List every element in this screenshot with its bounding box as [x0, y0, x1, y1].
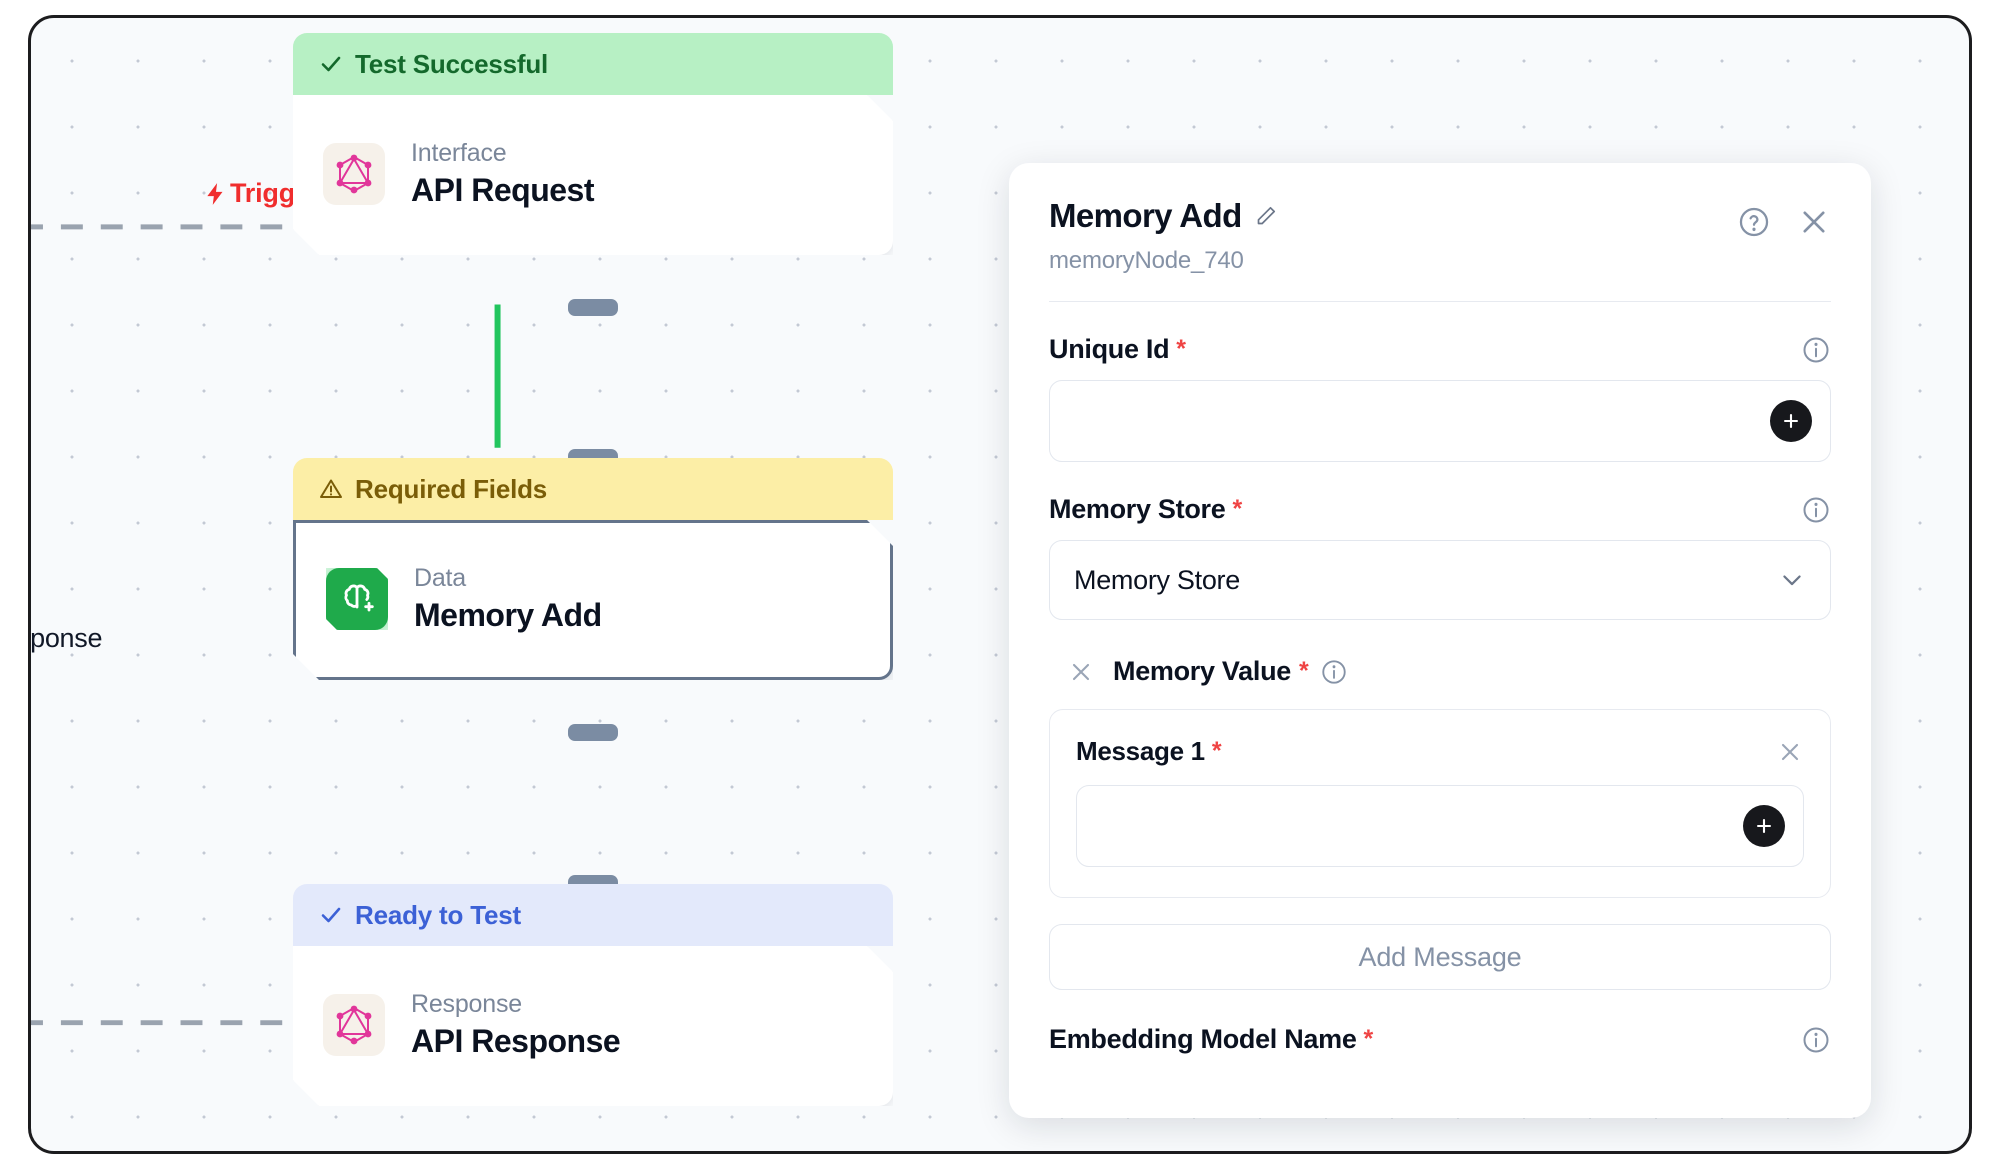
field-label: Unique Id *: [1049, 334, 1186, 365]
info-icon[interactable]: [1320, 658, 1348, 686]
add-message-button[interactable]: Add Message: [1049, 924, 1831, 990]
plus-icon[interactable]: [1770, 400, 1812, 442]
node-status-label: Test Successful: [355, 48, 549, 79]
node-text: Data Memory Add: [414, 564, 602, 634]
node-kind-label: Interface: [411, 139, 507, 167]
required-marker: *: [1176, 335, 1186, 363]
node-output-handle[interactable]: [568, 724, 618, 741]
node-card[interactable]: Interface API Request: [293, 95, 893, 255]
clipped-response-label: Response: [30, 623, 103, 653]
node-status-label: Required Fields: [355, 473, 548, 504]
flow-canvas[interactable]: Trigger Response Test Successful: [28, 15, 1972, 1154]
graphql-icon: [323, 143, 385, 205]
memory-store-label: Memory Store: [1049, 494, 1226, 524]
node-title-label: Memory Add: [414, 597, 602, 633]
info-icon[interactable]: [1801, 495, 1831, 525]
message-label: Message 1: [1076, 736, 1205, 766]
group-memory-value: Memory Value *: [1049, 656, 1831, 687]
memory-store-select[interactable]: Memory Store: [1049, 540, 1831, 620]
message-card: Message 1 *: [1049, 709, 1831, 898]
node-text: Interface API Request: [411, 139, 594, 209]
group-title: Memory Value *: [1113, 656, 1348, 687]
node-properties-panel[interactable]: Memory Add memoryNode_740: [1009, 163, 1871, 1118]
close-icon[interactable]: [1797, 205, 1831, 239]
node-status-banner: Required Fields: [293, 458, 893, 520]
node-title-label: API Request: [411, 172, 594, 208]
node-status-label: Ready to Test: [355, 899, 521, 930]
memory-value-label: Memory Value: [1113, 656, 1291, 686]
unique-id-input[interactable]: [1049, 380, 1831, 462]
node-memory-add[interactable]: Required Fields Data Memory Add: [293, 449, 893, 741]
pencil-icon[interactable]: [1254, 204, 1278, 228]
message-title: Message 1 *: [1076, 736, 1222, 767]
field-unique-id: Unique Id *: [1049, 334, 1831, 462]
lightning-bolt-icon: [203, 179, 229, 209]
required-marker: *: [1363, 1025, 1374, 1053]
node-card[interactable]: Response API Response: [293, 946, 893, 1106]
node-kind-label: Response: [411, 990, 522, 1018]
required-marker: *: [1298, 657, 1309, 685]
brain-plus-icon: [326, 568, 388, 630]
node-text: Response API Response: [411, 990, 620, 1060]
check-icon: [319, 903, 343, 927]
required-marker: *: [1232, 495, 1242, 523]
plus-icon[interactable]: [1743, 805, 1785, 847]
close-icon[interactable]: [1776, 738, 1804, 766]
info-icon[interactable]: [1801, 335, 1831, 365]
panel-subtitle: memoryNode_740: [1049, 247, 1244, 274]
memory-store-selected-value: Memory Store: [1074, 564, 1240, 595]
message-input[interactable]: [1076, 785, 1804, 867]
panel-title: Memory Add: [1049, 197, 1242, 234]
panel-header: Memory Add memoryNode_740: [1009, 163, 1871, 275]
panel-divider: [1049, 301, 1831, 302]
node-status-banner: Test Successful: [293, 33, 893, 95]
graphql-icon: [323, 994, 385, 1056]
node-status-banner: Ready to Test: [293, 884, 893, 946]
node-api-response[interactable]: Ready to Test: [293, 875, 893, 1106]
node-card[interactable]: Data Memory Add: [293, 520, 893, 680]
node-output-handle[interactable]: [568, 299, 618, 316]
node-kind-label: Data: [414, 564, 467, 592]
chevron-down-icon[interactable]: [1778, 566, 1806, 594]
node-title-label: API Response: [411, 1023, 621, 1059]
field-label: Embedding Model Name *: [1049, 1024, 1373, 1055]
warning-triangle-icon: [319, 477, 343, 501]
question-circle-icon[interactable]: [1737, 205, 1771, 239]
field-embedding-model-name: Embedding Model Name *: [1049, 1024, 1831, 1055]
embedding-model-name-label: Embedding Model Name: [1049, 1024, 1357, 1054]
panel-body: Unique Id *: [1009, 302, 1871, 1112]
node-api-request[interactable]: Test Successful: [293, 33, 893, 316]
field-memory-store: Memory Store * Memory Store: [1049, 494, 1831, 620]
check-icon: [319, 52, 343, 76]
field-label: Memory Store *: [1049, 494, 1242, 525]
close-icon[interactable]: [1067, 658, 1095, 686]
unique-id-label: Unique Id: [1049, 334, 1170, 364]
required-marker: *: [1211, 737, 1222, 765]
info-icon[interactable]: [1801, 1025, 1831, 1055]
